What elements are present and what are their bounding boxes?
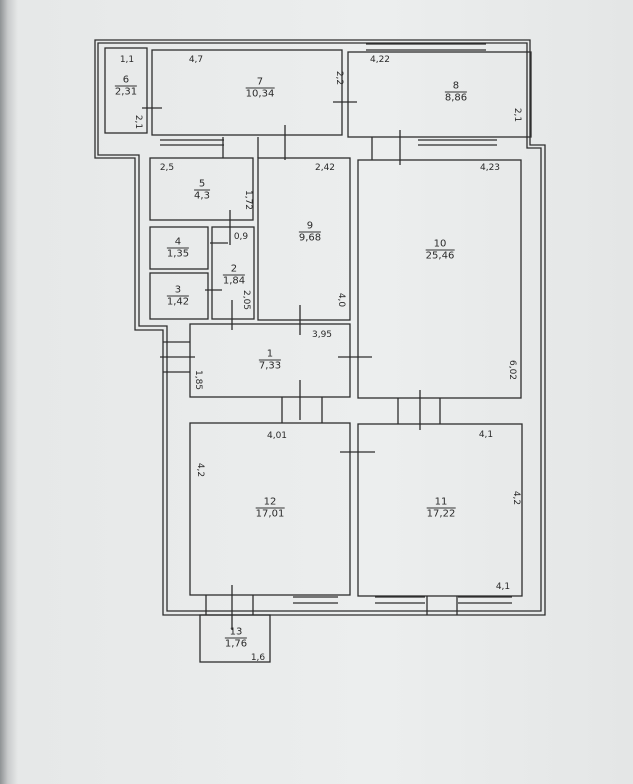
room-dimension: 2,05 [241,289,251,311]
room-dimension: 4,2 [195,462,205,478]
room-dimension: 1,72 [243,189,253,211]
room-12-outline [189,422,351,596]
inner-wall-outline [97,42,542,612]
room-dimension: 4,1 [495,582,511,592]
room-dimension: 4,1 [478,430,494,440]
room-1-outline [189,323,351,398]
room-dimension: 4,0 [336,292,346,308]
room-number: 4 [166,237,190,249]
room-area: 8,86 [444,92,468,104]
room-3-outline [149,272,209,320]
room-4-outline [149,226,209,270]
room-number: 10 [425,239,455,251]
room-dimension: 4,01 [266,431,288,441]
room-2-outline [211,226,255,320]
room-number: 7 [245,77,275,89]
room-7-outline [151,49,343,136]
room-dimension: 6,02 [507,359,517,381]
room-area: 25,46 [425,250,455,262]
room-area: 1,35 [166,248,190,260]
room-9-outline [257,157,351,321]
room-dimension: 2,2 [334,70,344,86]
room-dimension: 2,1 [133,114,143,130]
room-area: 1,76 [224,638,248,650]
room-13-outline [199,614,271,663]
room-number: 13 [224,627,248,639]
room-number: 6 [114,75,138,87]
room-number: 1 [258,349,282,361]
room-5-outline [149,157,254,221]
door-marks [142,101,458,630]
room-dimension: 4,2 [511,490,521,506]
room-area: 17,01 [255,508,285,520]
room-area: 1,84 [222,275,246,287]
room-area: 7,33 [258,360,282,372]
room-dimension: 0,9 [233,232,249,242]
room-number: 5 [194,179,210,191]
room-dimension: 2,5 [159,163,175,173]
room-dimension: 2,42 [314,163,336,173]
room-area: 4,3 [194,190,210,202]
room-number: 9 [298,221,322,233]
room-number: 8 [444,81,468,93]
room-8-outline [347,51,532,138]
room-area: 2,31 [114,86,138,98]
room-10-outline [357,159,522,399]
outer-wall [94,39,546,616]
room-area: 10,34 [245,88,275,100]
window-marks [160,43,512,604]
room-dimension: 1,1 [119,55,135,65]
room-dimension: 4,23 [479,163,501,173]
room-dimension: 2,1 [512,107,522,123]
room-number: 2 [222,264,246,276]
room-dimension: 3,95 [311,330,333,340]
room-6-outline [104,47,148,134]
room-number: 12 [255,497,285,509]
room-area: 9,68 [298,232,322,244]
room-dimension: 1,85 [193,369,203,391]
room-area: 17,22 [426,508,456,520]
room-dimension: 4,22 [369,55,391,65]
room-dimension: 4,7 [188,55,204,65]
room-area: 1,42 [166,296,190,308]
room-number: 3 [166,285,190,297]
room-dimension: 1,6 [250,653,266,663]
room-number: 11 [426,497,456,509]
